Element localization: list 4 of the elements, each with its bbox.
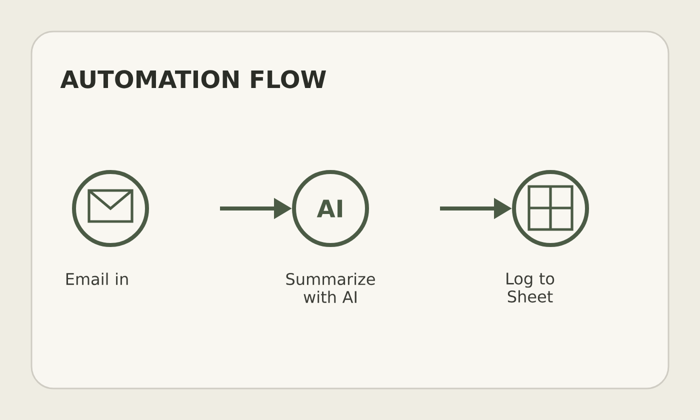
step-label: Log to Sheet <box>506 272 554 303</box>
title: AUTOMATION FLOW <box>60 70 326 88</box>
step-label: Email in <box>66 272 128 286</box>
step-label: Summarize with AI <box>286 272 375 303</box>
